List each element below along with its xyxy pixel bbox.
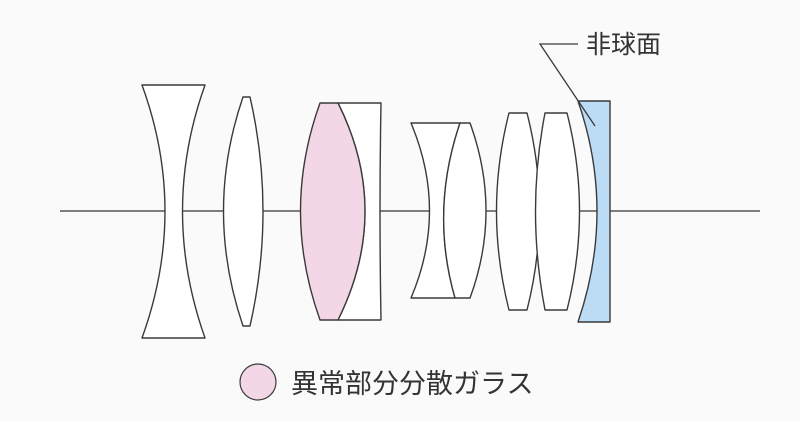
lens-8 <box>534 112 581 311</box>
lens-3 <box>299 102 366 321</box>
lens-1 <box>141 84 206 339</box>
aspherical-leader-line <box>538 43 596 127</box>
lens-group <box>141 84 611 339</box>
legend: 異常部分分散ガラス <box>239 363 533 401</box>
lens-7 <box>495 112 541 311</box>
lens-9 <box>577 100 611 323</box>
aspherical-label: 非球面 <box>586 30 661 59</box>
lens-2 <box>222 96 264 327</box>
lens-6 <box>442 122 487 299</box>
legend-ed-glass-label: 異常部分分散ガラス <box>291 369 533 400</box>
legend-ed-glass-swatch <box>239 363 277 401</box>
